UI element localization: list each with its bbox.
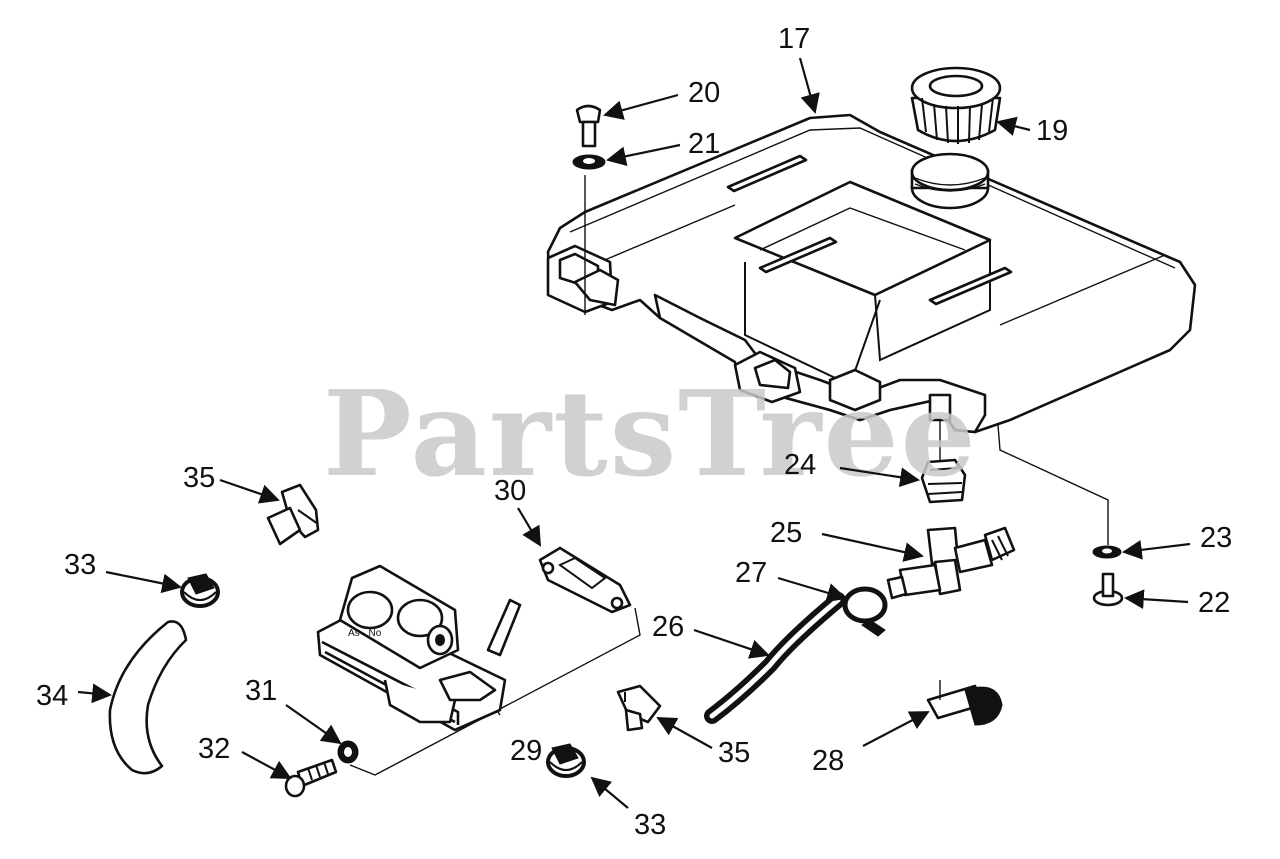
callout-19: 19 — [1036, 115, 1068, 147]
nut-24-icon — [920, 458, 967, 504]
fuel-cap-icon — [910, 66, 1002, 144]
leader-lines — [77, 57, 1191, 809]
callout-21: 21 — [688, 128, 720, 160]
screw-22-icon — [1092, 572, 1124, 607]
callout-20: 20 — [688, 77, 720, 109]
fuel-pump-icon: As · No — [316, 564, 641, 776]
callout-31: 31 — [245, 675, 277, 707]
callout-23: 23 — [1200, 522, 1232, 554]
callout-26: 26 — [652, 611, 684, 643]
callout-25: 25 — [770, 517, 802, 549]
washer-31-icon — [337, 740, 359, 764]
callout-35-upper: 35 — [183, 462, 215, 494]
callout-28: 28 — [812, 745, 844, 777]
callout-29: 29 — [510, 735, 542, 767]
fuel-tank-icon — [546, 113, 1197, 434]
watermark: PartsTree — [323, 364, 978, 503]
screw-32-icon — [284, 758, 338, 798]
elbow-fitting-35-lower-icon — [616, 684, 662, 732]
callout-33-bottom: 33 — [634, 809, 666, 841]
shutoff-valve-25-icon — [886, 526, 1016, 600]
fuel-line-26-icon — [704, 592, 846, 724]
washer-23-icon — [1092, 545, 1122, 559]
clip-28-icon — [926, 680, 1003, 726]
hose-clamp-33-left-icon — [180, 573, 220, 608]
hose-clamp-33-bottom-icon — [546, 743, 586, 778]
callout-24: 24 — [784, 449, 816, 481]
screw-20-icon — [575, 104, 602, 148]
elbow-fitting-35-upper-icon — [266, 483, 320, 546]
callout-32: 32 — [198, 733, 230, 765]
gasket-30-icon — [538, 546, 632, 614]
callout-17: 17 — [778, 23, 810, 55]
callout-30: 30 — [494, 475, 526, 507]
callout-27: 27 — [735, 557, 767, 589]
callout-33-left: 33 — [64, 549, 96, 581]
assembly-line-right — [997, 424, 1109, 545]
callout-22: 22 — [1198, 587, 1230, 619]
svg-text:As · No: As · No — [348, 628, 382, 639]
clamp-27-icon — [842, 586, 888, 637]
hose-34-icon — [108, 620, 188, 775]
callout-34: 34 — [36, 680, 68, 712]
washer-21-icon — [572, 154, 606, 170]
callout-35-lower: 35 — [718, 737, 750, 769]
